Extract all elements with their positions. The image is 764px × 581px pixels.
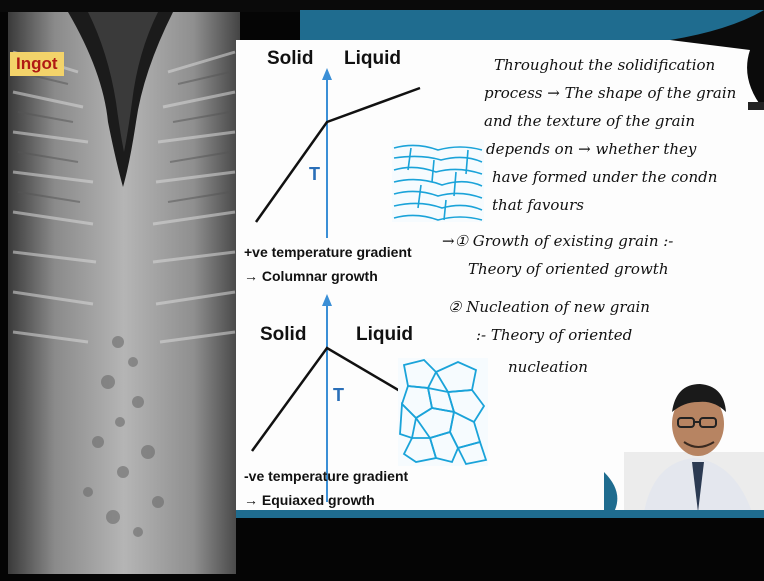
lecturer-video xyxy=(604,362,764,512)
diagram1-solid-label: Solid xyxy=(267,48,313,70)
note-item2-line2: :- Theory of oriented xyxy=(476,326,632,344)
columnar-grains-illustration xyxy=(392,140,484,222)
slide-corner-decoration xyxy=(610,10,764,110)
note-item2-line3: nucleation xyxy=(508,358,588,376)
note-item1-line1: →① Growth of existing grain :- xyxy=(442,232,673,250)
note-item1-line2: Theory of oriented growth xyxy=(468,260,668,278)
equiaxed-grains-illustration xyxy=(398,358,488,466)
diagram2-caption-line1: -ve temperature gradient xyxy=(244,468,408,484)
ingot-macrostructure-image xyxy=(8,12,240,574)
note-line-4: depends on → whether they xyxy=(486,140,696,158)
axis-arrow-1 xyxy=(322,68,332,80)
ingot-label: Ingot xyxy=(10,52,64,76)
note-line-3: and the texture of the grain xyxy=(484,112,695,130)
diagram2-caption-line2: → Equiaxed growth xyxy=(244,492,375,508)
bottom-black-area xyxy=(236,518,764,581)
ingot-photo xyxy=(8,12,240,574)
note-line-5: have formed under the condn xyxy=(492,168,717,186)
note-item2-line1: ② Nucleation of new grain xyxy=(448,298,650,316)
diagram1-liquid-label: Liquid xyxy=(344,48,401,70)
diagram1-axis-label: T xyxy=(309,164,320,185)
diagram2-solid-label: Solid xyxy=(260,324,306,346)
slide-footer-band xyxy=(236,510,764,518)
diagram2-liquid-label: Liquid xyxy=(356,324,413,346)
diagram1-caption-line1: +ve temperature gradient xyxy=(244,244,412,260)
diagram1-caption-line2: → Columnar growth xyxy=(244,268,378,284)
diagram2-axis-label: T xyxy=(333,385,344,406)
axis-arrow-2 xyxy=(322,294,332,306)
note-line-6: that favours xyxy=(492,196,584,214)
